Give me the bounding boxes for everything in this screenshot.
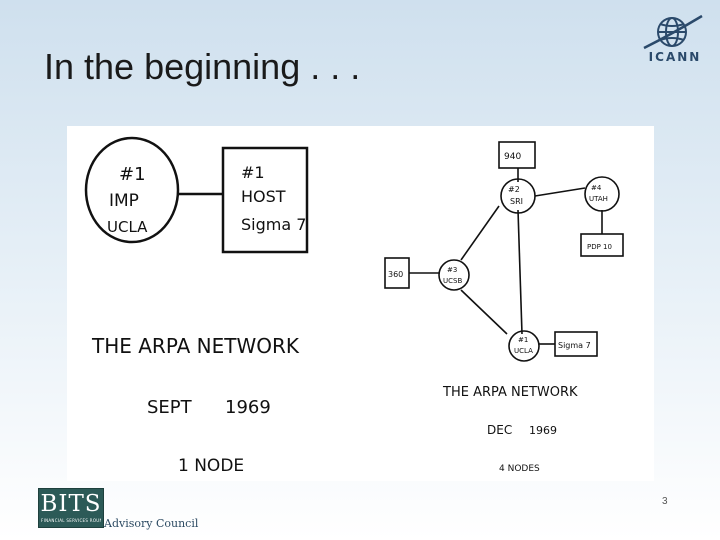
bits-subtitle: FINANCIAL SERVICES ROUNDTABLE [41, 518, 101, 523]
right-date-year: 1969 [529, 424, 557, 437]
node-ucla-shape [508, 330, 540, 362]
slide-title: In the beginning . . . [44, 46, 361, 87]
icann-globe-icon [643, 14, 703, 50]
bits-wordmark: BITS [40, 491, 102, 517]
imp-site: UCLA [107, 218, 148, 236]
node-utah-shape [584, 176, 620, 212]
right-node-count: 4 NODES [499, 464, 540, 474]
advisory-council-label: Advisory Council [104, 517, 199, 530]
node-940-label: 940 [504, 152, 521, 162]
node-ucsb-label: UCSB [443, 277, 462, 285]
node-sri-label: SRI [510, 197, 523, 206]
node-ucsb-shape [438, 259, 470, 291]
node-940-shape [498, 141, 536, 169]
right-caption: THE ARPA NETWORK [442, 385, 578, 400]
arpanet-diagram: #1 IMP UCLA #1 HOST Sigma 7 THE ARPA NET… [84, 136, 624, 476]
imp-label: IMP [109, 191, 139, 211]
left-date-month: SEPT [147, 397, 193, 418]
node-ucla-number: #1 [518, 336, 528, 344]
node-pdp10-shape [580, 233, 624, 257]
arpanet-diagram-panel: #1 IMP UCLA #1 HOST Sigma 7 THE ARPA NET… [67, 126, 654, 481]
right-date-month: DEC [487, 423, 512, 437]
page-number: 3 [662, 496, 668, 507]
host-number: #1 [241, 163, 265, 182]
node-sigma7-shape [554, 331, 598, 357]
host-machine: Sigma 7 [241, 215, 306, 234]
node-utah-number: #4 [591, 184, 602, 192]
node-360-shape [384, 257, 410, 289]
node-ucsb-number: #3 [447, 266, 457, 274]
node-360-label: 360 [388, 270, 403, 279]
right-network-links [409, 168, 603, 345]
node-pdp10-label: PDP 10 [587, 243, 612, 251]
imp-node-shape [84, 136, 180, 244]
node-sri-number: #2 [508, 185, 520, 194]
node-sri-shape [500, 178, 536, 214]
node-utah-label: UTAH [589, 195, 608, 203]
host-label: HOST [241, 187, 286, 206]
left-date-year: 1969 [225, 397, 271, 418]
node-sigma7-label: Sigma 7 [558, 341, 591, 350]
bits-logo: BITS FINANCIAL SERVICES ROUNDTABLE [38, 488, 104, 528]
icann-wordmark: ICANN [648, 50, 702, 64]
node-ucla-label: UCLA [514, 347, 533, 355]
host-node-shape [221, 146, 309, 254]
left-node-count: 1 NODE [178, 456, 244, 476]
left-caption: THE ARPA NETWORK [91, 334, 300, 358]
imp-number: #1 [119, 164, 146, 185]
